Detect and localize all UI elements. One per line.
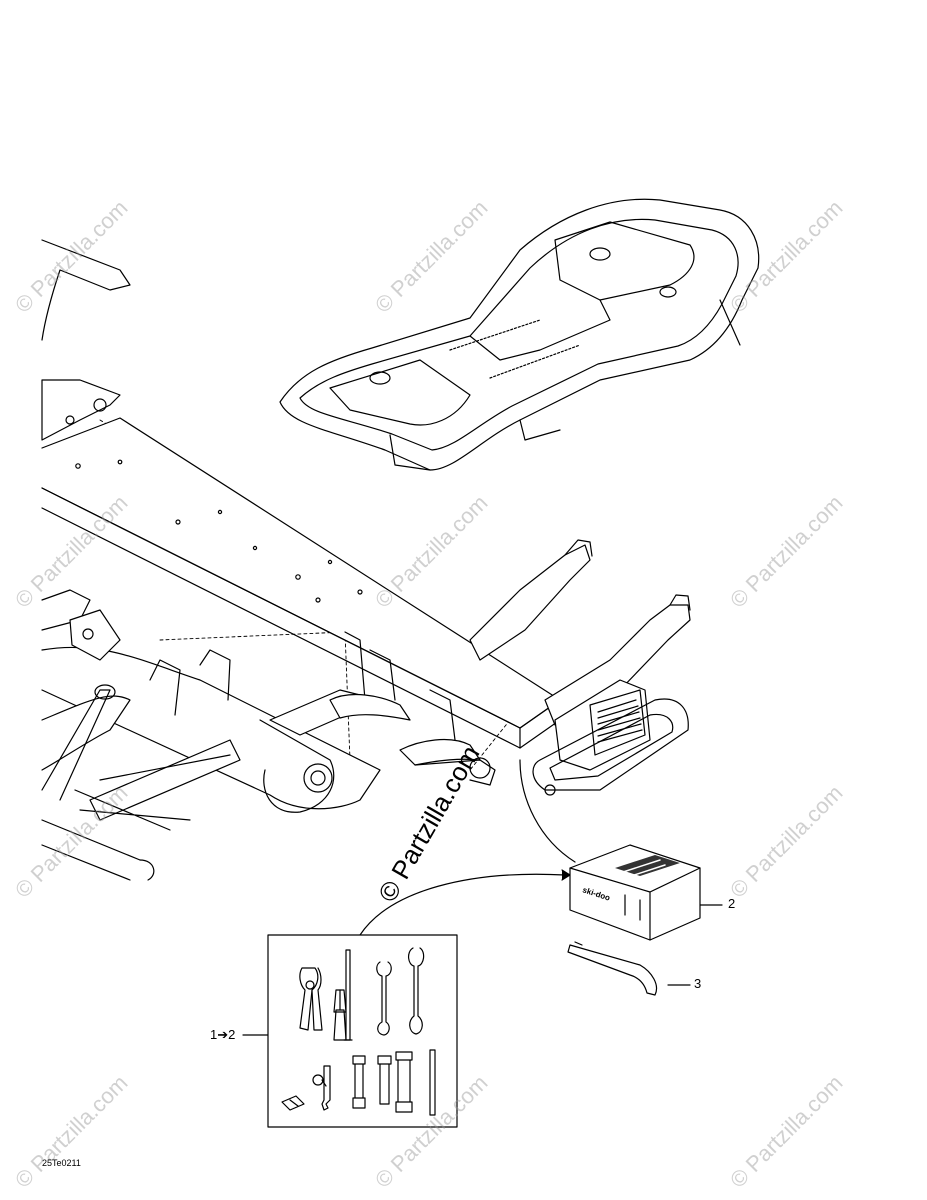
tool-kit-contents xyxy=(267,934,458,1128)
callout-item-range: 1➔2 xyxy=(210,1027,236,1042)
lever-tool xyxy=(567,941,658,996)
rod-icon xyxy=(429,1049,436,1116)
rear-bumper xyxy=(532,679,689,796)
callout-item-2: 2 xyxy=(728,896,736,911)
rear-rack xyxy=(279,198,760,471)
callout-item-3: 3 xyxy=(694,976,702,991)
upper-left-brackets xyxy=(41,239,131,441)
fuse-icon xyxy=(281,1095,305,1111)
spark-plug-socket-icon xyxy=(377,1055,392,1105)
wrench-small-icon xyxy=(376,961,392,1036)
wrench-large-icon xyxy=(408,947,425,1035)
rear-uprights xyxy=(469,539,691,726)
socket-tool-icon xyxy=(352,1055,366,1109)
wire-harness xyxy=(329,694,496,786)
drawing-code: 25Te0211 xyxy=(42,1158,81,1168)
screwdriver-icon xyxy=(333,989,347,1041)
pliers-icon xyxy=(299,967,323,1031)
tool-kit-pouch: ski-doo xyxy=(569,844,701,941)
box-wrench-icon xyxy=(395,1051,413,1113)
tire-gauge-icon xyxy=(312,1065,331,1111)
screwdriver-blade-icon xyxy=(343,949,353,1041)
callout-leaders xyxy=(242,759,723,1036)
